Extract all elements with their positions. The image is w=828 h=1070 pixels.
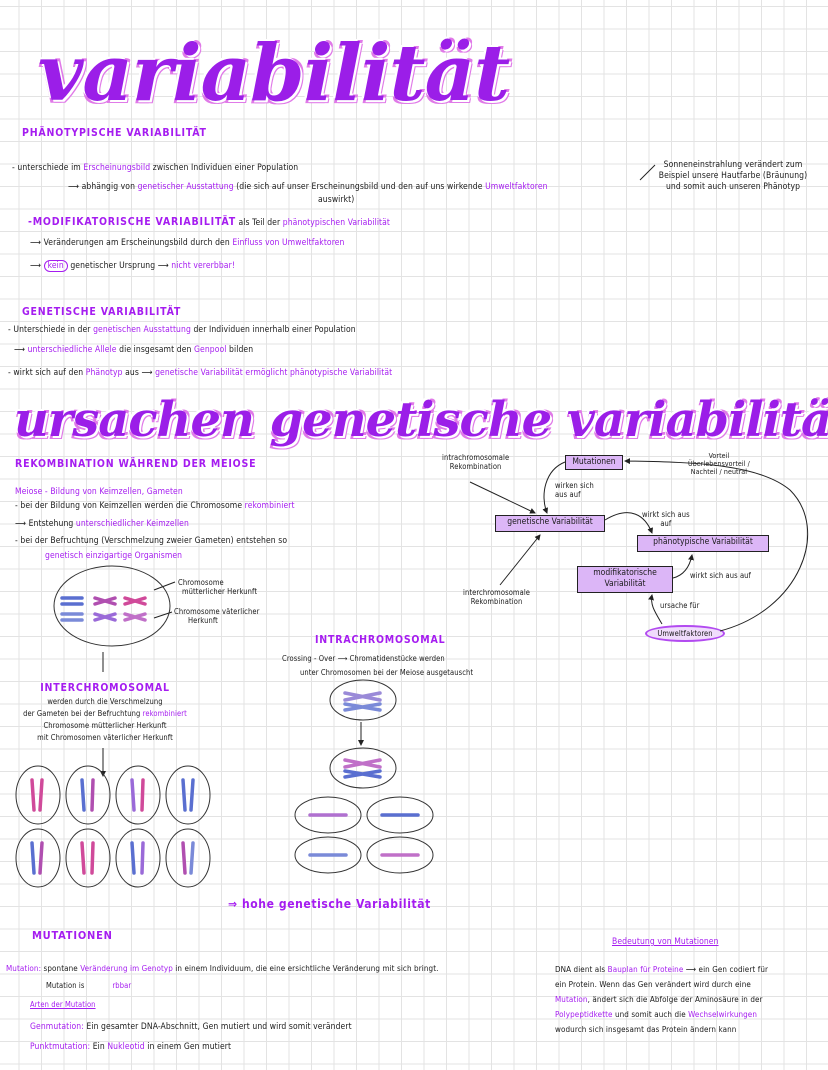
text-line: - Unterschiede in der genetischen Aussta…	[8, 325, 356, 335]
label-ursache: ursache für	[660, 601, 700, 610]
text-line: unter Chromosomen bei der Meiose ausgeta…	[300, 668, 474, 677]
gamete-cells	[15, 765, 211, 888]
section-heading-phenotypic: PHÄNOTYPISCHE VARIABILITÄT	[22, 127, 207, 139]
section-heading-recombination: REKOMBINATION WÄHREND DER MEIOSE	[15, 458, 257, 470]
text-line: Genmutation: Ein gesamter DNA-Abschnitt,…	[30, 1022, 352, 1032]
text-line: ⟶ abhängig von genetischer Ausstattung (…	[68, 182, 548, 192]
text-line: Punktmutation: Ein Nukleotid in einem Ge…	[30, 1042, 232, 1052]
diagram-arrows	[100, 164, 808, 777]
text-line: ⟶ unterschiedliche Allele die insgesamt …	[14, 345, 254, 355]
box-modification-variability: modifikatorische Variabilität	[577, 566, 673, 593]
box-genetic-variability: genetische Variabilität	[495, 515, 605, 532]
section-title-causes: ursachen genetische variabilität	[14, 392, 828, 448]
text-line: ⟶ Veränderungen am Erscheinungsbild durc…	[30, 238, 345, 248]
result-statement: ⇒ hohe genetische Variabilität	[228, 897, 431, 911]
text-line: - unterschiede im Erscheinungsbild zwisc…	[12, 163, 299, 173]
heading-intrachromosomal: INTRACHROMOSOMAL	[315, 634, 446, 646]
box-phenotypic-variability: phänotypische Variabilität	[637, 535, 769, 552]
ellipse-umweltfaktoren: Umweltfaktoren	[645, 625, 725, 642]
crossing-over-cells	[294, 679, 434, 874]
section-heading-mutations: MUTATIONEN	[32, 929, 113, 942]
page-title: variabilität	[38, 28, 510, 119]
text-line: ⟶ kein genetischer Ursprung ⟶ nicht vere…	[30, 260, 235, 272]
text-line: -MODIFIKATORISCHE VARIABILITÄT als Teil …	[28, 216, 391, 229]
mutation-definition: Mutation: spontane Veränderung im Genoty…	[6, 964, 439, 973]
text-line: genetisch einzigartige Organismen	[45, 551, 183, 561]
subheading-types: Arten der Mutation	[30, 1000, 96, 1009]
meiosis-cell	[53, 565, 171, 647]
section-heading-genetic: GENETISCHE VARIABILITÄT	[22, 306, 182, 318]
text-line: Crossing - Over ⟶ Chromatidenstücke werd…	[282, 654, 445, 663]
text-line: - wirkt sich auf den Phänotyp aus ⟶ gene…	[8, 368, 393, 378]
label-wirkt-2: wirkt sich aus auf	[690, 571, 752, 580]
text-line: Meiose - Bildung von Keimzellen, Gameten	[15, 487, 183, 497]
heading-interchromosomal: INTERCHROMOSOMAL	[40, 682, 170, 694]
text-line: - bei der Bildung von Keimzellen werden …	[15, 501, 295, 511]
box-mutationen: Mutationen	[565, 455, 623, 470]
text-line: - bei der Befruchtung (Verschmelzung zwe…	[15, 536, 288, 546]
significance-paragraph: DNA dient als Bauplan für Proteine ⟶ ein…	[555, 965, 769, 1034]
text-line: auswirkt)	[318, 195, 355, 205]
text-line: ⟶ Entstehung unterschiedlicher Keimzelle…	[15, 519, 189, 529]
subheading-significance: Bedeutung von Mutationen	[612, 937, 719, 947]
